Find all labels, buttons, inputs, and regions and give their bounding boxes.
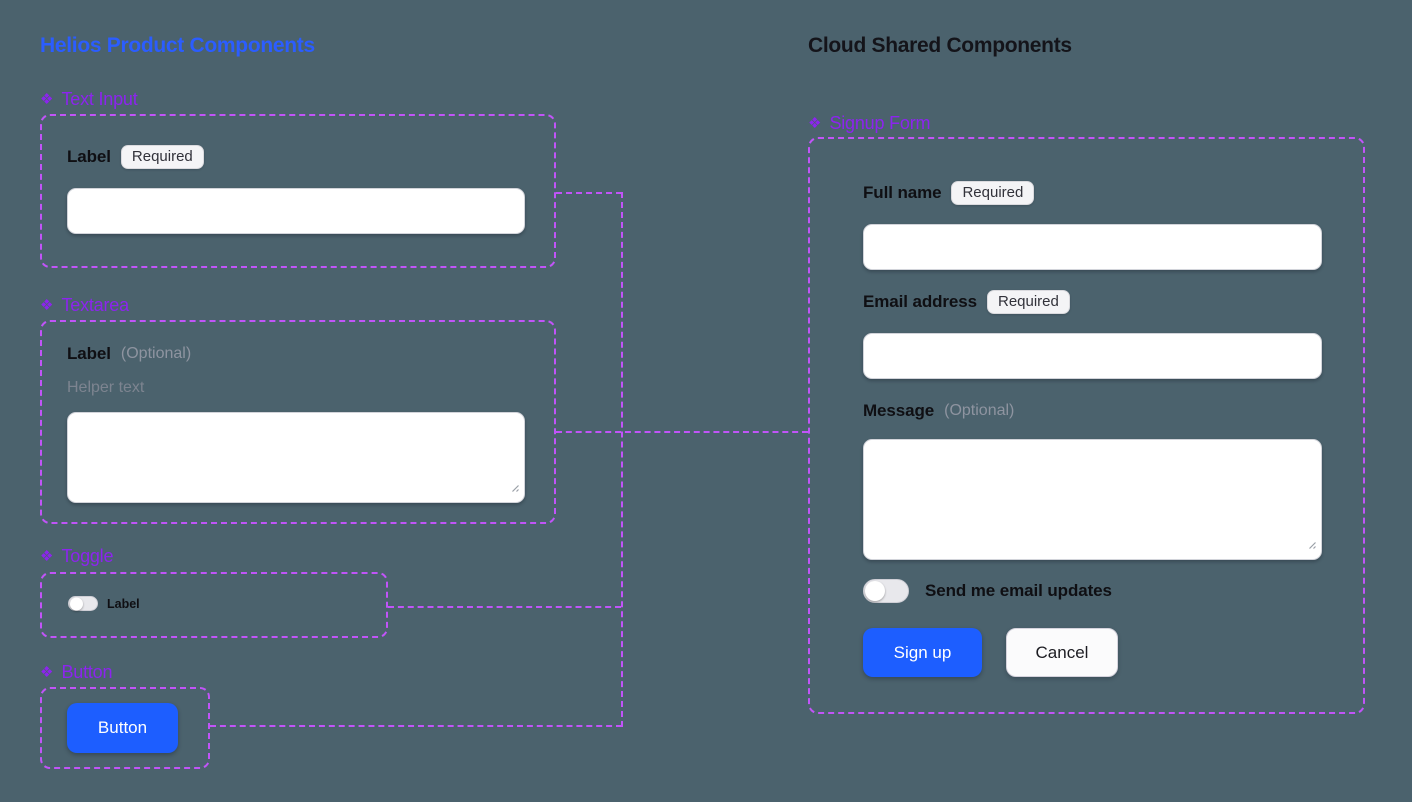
email-updates-toggle-row: Send me email updates — [863, 579, 1112, 603]
component-tag-label: Textarea — [61, 295, 129, 315]
toggle-label: Label — [107, 596, 140, 611]
component-outline-textarea — [40, 320, 556, 524]
toggle-knob — [865, 581, 885, 601]
full-name-input[interactable] — [863, 224, 1322, 270]
optional-note: (Optional) — [944, 402, 1015, 419]
component-tag-text-input: ❖ Text Input — [40, 88, 138, 110]
required-badge: Required — [120, 145, 204, 169]
component-outline-button — [40, 687, 210, 769]
component-diamond-icon: ❖ — [40, 296, 54, 314]
toggle-row: Label — [68, 596, 140, 611]
message-textarea[interactable] — [863, 439, 1322, 560]
sample-button[interactable]: Button — [67, 703, 178, 753]
cancel-button[interactable]: Cancel — [1006, 628, 1118, 677]
component-diamond-icon: ❖ — [808, 114, 822, 132]
connector-text-input — [556, 192, 622, 194]
text-input-label-row: Label Required — [67, 145, 204, 169]
textarea-field[interactable] — [67, 412, 525, 503]
component-tag-label: Text Input — [61, 89, 138, 109]
connector-toggle — [388, 606, 621, 608]
toggle-switch[interactable] — [68, 596, 98, 611]
right-panel-title: Cloud Shared Components — [808, 34, 1072, 57]
message-label-row: Message (Optional) — [863, 401, 1014, 421]
component-tag-label: Toggle — [61, 546, 114, 566]
optional-note: (Optional) — [120, 345, 192, 362]
toggle-knob — [70, 597, 83, 610]
connector-button — [210, 725, 622, 727]
component-outline-toggle — [40, 572, 388, 638]
component-tag-button: ❖ Button — [40, 661, 112, 683]
text-input-field[interactable] — [67, 188, 525, 234]
full-name-label: Full name — [863, 183, 942, 202]
required-badge: Required — [951, 181, 1035, 205]
component-tag-label: Button — [61, 662, 113, 682]
email-input[interactable] — [863, 333, 1322, 379]
full-name-label-row: Full name Required — [863, 181, 1035, 205]
email-updates-toggle[interactable] — [863, 579, 909, 603]
component-outline-text-input — [40, 114, 556, 268]
email-label-row: Email address Required — [863, 290, 1070, 314]
text-input-field-label: Label — [67, 147, 111, 166]
component-tag-textarea: ❖ Textarea — [40, 294, 129, 316]
message-label: Message — [863, 401, 935, 420]
email-updates-label: Send me email updates — [925, 581, 1112, 600]
required-badge: Required — [986, 290, 1070, 314]
component-tag-label: Signup Form — [829, 113, 931, 133]
email-label: Email address — [863, 292, 977, 311]
component-tag-signup-form: ❖ Signup Form — [808, 112, 930, 134]
textarea-helper-text: Helper text — [67, 379, 145, 396]
component-diamond-icon: ❖ — [40, 663, 54, 681]
textarea-label-row: Label (Optional) — [67, 344, 191, 364]
sign-up-button[interactable]: Sign up — [863, 628, 982, 677]
textarea-field-label: Label — [67, 344, 111, 363]
connector-vertical-bus — [621, 192, 623, 727]
component-outline-signup-form — [808, 137, 1365, 714]
left-panel-title: Helios Product Components — [40, 34, 315, 57]
connector-textarea — [556, 431, 808, 433]
component-diamond-icon: ❖ — [40, 90, 54, 108]
component-diamond-icon: ❖ — [40, 547, 54, 565]
component-tag-toggle: ❖ Toggle — [40, 545, 113, 567]
